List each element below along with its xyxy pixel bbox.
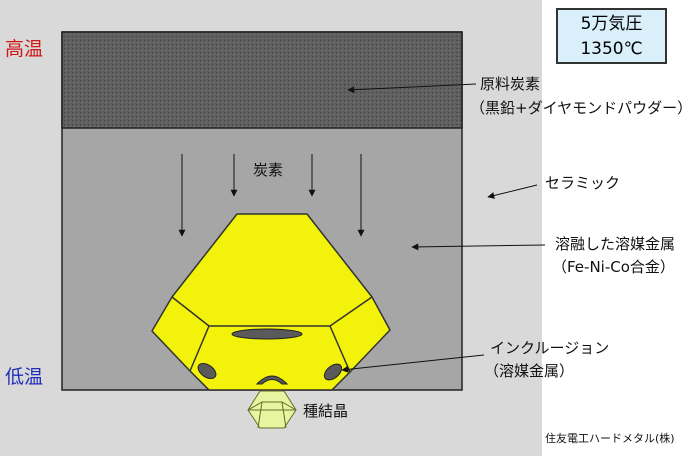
inclusion-left [197,362,217,380]
solvent-label: 溶融した溶媒金属 [555,235,676,253]
inclusion-center [231,328,303,340]
seed-label: 種結晶 [303,402,349,420]
inclusion-right [323,363,343,381]
solvent-detail: （Fe-Ni-Co合金） [552,258,675,276]
high-temp-label: 高温 [5,38,44,60]
ceramic-leader [487,184,538,199]
inclusion-bottom [255,375,289,385]
raw-carbon-detail: （黒鉛+ダイヤモンドパウダー） [470,99,693,117]
temperature-value: 1350℃ [580,39,643,59]
raw-carbon-leader [347,83,477,94]
pressure-value: 5万気圧 [580,14,643,34]
carbon-label: 炭素 [253,161,284,179]
raw-carbon-label: 原料炭素 [480,75,541,93]
low-temp-label: 低温 [5,366,44,388]
solvent-leader [411,243,546,251]
seed-crystal [247,390,297,429]
raw-carbon-layer [61,31,463,129]
inclusion-detail: （溶媒金属） [484,362,575,380]
inclusion-label: インクルージョン [490,339,610,357]
diamond-crystal [151,213,391,391]
ceramic-label: セラミック [545,174,621,192]
conditions-box: 5万気圧 1350℃ [556,8,667,64]
credit-text: 住友電工ハードメタル(株) [545,432,675,445]
inclusion-leader [341,354,485,373]
